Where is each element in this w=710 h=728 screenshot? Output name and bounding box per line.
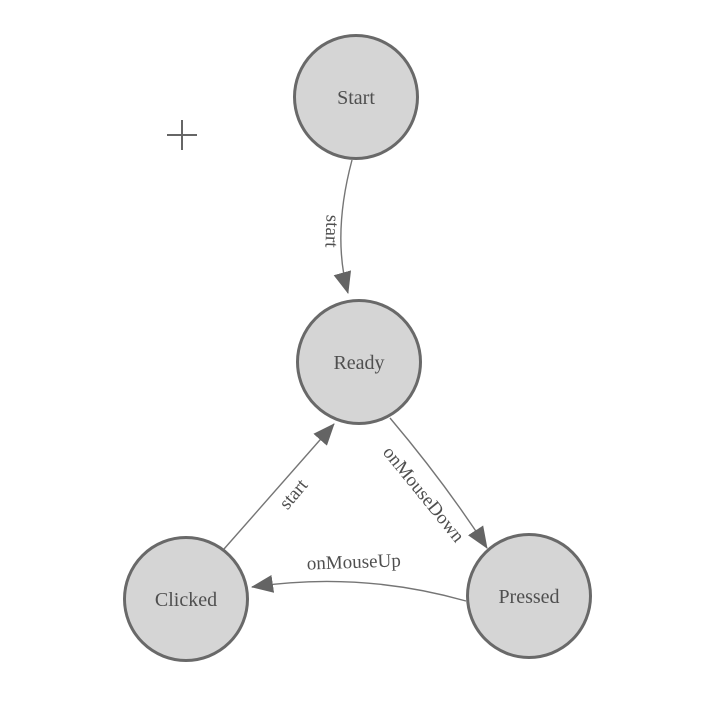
edge-line[interactable] [251,575,467,602]
node-clicked-label: Clicked [155,589,217,611]
edge-pressed-to-clicked[interactable]: onMouseUp [251,550,467,602]
edge-line[interactable] [223,423,335,550]
node-ready-label: Ready [333,352,384,374]
edge-line[interactable] [333,159,353,294]
node-start[interactable]: Start [293,34,419,160]
node-start-label: Start [337,87,375,109]
edge-clicked-to-ready[interactable]: start [223,423,335,550]
edge-line[interactable] [389,417,488,549]
edge-start-to-ready[interactable]: start [320,159,353,294]
edge-label-start: start [320,214,342,248]
node-ready[interactable]: Ready [296,299,422,425]
edge-ready-to-pressed[interactable]: onMouseDown [378,417,488,549]
edge-label-start: start [275,475,313,514]
node-clicked-circle[interactable] [123,536,249,662]
node-pressed-circle[interactable] [466,533,592,659]
crosshair-cursor [167,120,197,150]
edge-label-onmouseup: onMouseUp [306,550,401,574]
node-clicked[interactable]: Clicked [123,536,249,662]
node-ready-circle[interactable] [296,299,422,425]
node-pressed[interactable]: Pressed [466,533,592,659]
node-start-circle[interactable] [293,34,419,160]
node-pressed-label: Pressed [498,586,559,608]
